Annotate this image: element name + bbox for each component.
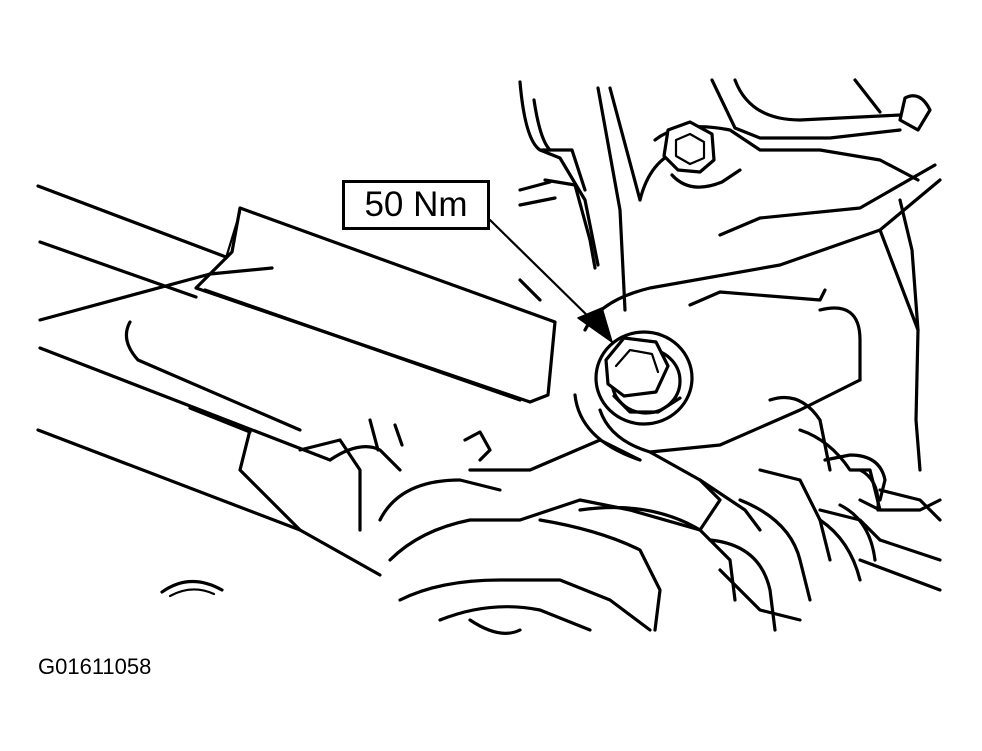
frame-hole [160,579,224,598]
figure-id: G01611058 [38,654,152,679]
torque-callout: 50 Nm [342,180,490,230]
upper-bolt [662,120,742,189]
steering-gear [708,395,942,632]
torque-value-label: 50 Nm [364,185,468,224]
lower-control-arm [573,163,942,532]
upper-mount-bracket [596,78,932,312]
crossmember-plate [188,206,557,532]
brake-line [518,80,600,302]
callout-leader [488,218,613,343]
frame-rail [36,184,382,577]
lower-arm-body [298,418,737,635]
control-arm-bolt [594,330,694,426]
